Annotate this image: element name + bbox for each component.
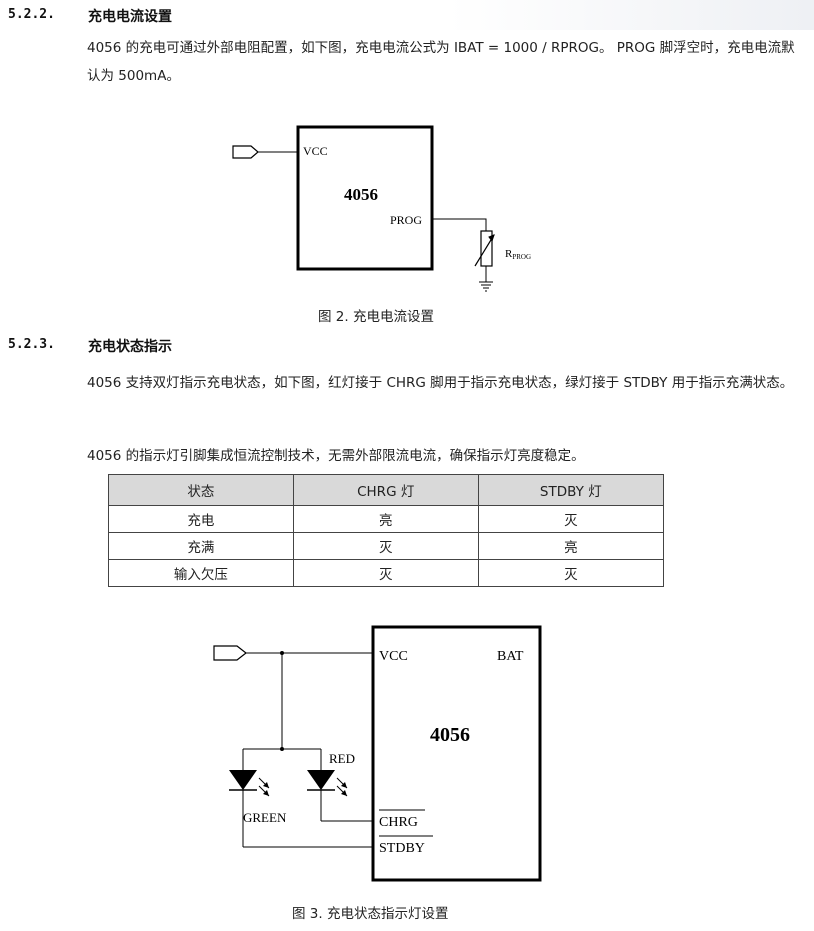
pin-label-bat: BAT — [497, 649, 524, 664]
red-led-icon — [307, 749, 348, 821]
ground-icon — [479, 281, 493, 292]
table-cell: 输入欠压 — [108, 559, 294, 587]
pin-label-prog: PROG — [390, 213, 422, 227]
figure-3-caption: 图 3. 充电状态指示灯设置 — [292, 906, 449, 922]
table-header-row: 状态 CHRG 灯 STDBY 灯 — [108, 474, 665, 506]
table-header-cell: STDBY 灯 — [477, 474, 665, 506]
table-row: 充满 灭 亮 — [108, 532, 665, 560]
table-cell: 灭 — [292, 532, 479, 560]
resistor-label: RPROG — [505, 248, 531, 261]
table-header-cell: 状态 — [108, 474, 294, 506]
table-cell: 亮 — [292, 505, 479, 533]
table-header-cell: CHRG 灯 — [292, 474, 479, 506]
chip-name: 4056 — [344, 185, 378, 204]
pin-label-vcc: VCC — [303, 144, 328, 158]
pin-label-chrg: CHRG — [379, 815, 418, 830]
chip-name: 4056 — [430, 724, 470, 746]
table-row: 充电 亮 灭 — [108, 505, 665, 533]
table-row: 输入欠压 灭 灭 — [108, 559, 665, 587]
prog-wire — [432, 218, 487, 231]
led-label-green: GREEN — [243, 810, 287, 825]
table-cell: 灭 — [292, 559, 479, 587]
input-terminal-icon — [213, 645, 247, 661]
section-paragraph: 4056 支持双灯指示充电状态，如下图，红灯接于 CHRG 脚用于指示充电状态，… — [87, 375, 794, 391]
table-cell: 充满 — [108, 532, 294, 560]
chip-body — [371, 625, 542, 882]
led-label-red: RED — [329, 751, 355, 766]
table-cell: 灭 — [477, 505, 665, 533]
chip-body — [296, 125, 434, 271]
indicator-state-table: 状态 CHRG 灯 STDBY 灯 充电 亮 灭 充满 灭 亮 输入欠压 灭 灭 — [108, 474, 665, 587]
section-title: 充电电流设置 — [88, 9, 172, 25]
figure-2-caption: 图 2. 充电电流设置 — [318, 309, 434, 325]
section-number: 5.2.2. — [8, 7, 55, 22]
input-terminal-icon — [232, 145, 259, 159]
section-paragraph: 4056 的指示灯引脚集成恒流控制技术，无需外部限流电流，确保指示灯亮度稳定。 — [87, 448, 585, 464]
table-cell: 灭 — [477, 559, 665, 587]
pin-label-vcc: VCC — [379, 649, 408, 664]
pin-label-stdby: STDBY — [379, 841, 425, 856]
section-number: 5.2.3. — [8, 337, 55, 352]
page-header-band — [0, 0, 814, 30]
table-cell: 亮 — [477, 532, 665, 560]
table-cell: 充电 — [108, 505, 294, 533]
figure-3-led-indicator-diagram: VCC BAT 4056 GREEN RED CHRG STDBY — [213, 625, 542, 882]
variable-arrow-head-icon — [488, 234, 495, 243]
section-paragraph: 4056 的充电可通过外部电阻配置，如下图，充电电流公式为 IBAT = 100… — [87, 40, 795, 84]
figure-2-charge-current-diagram: VCC 4056 PROG RPROG — [232, 125, 531, 292]
section-title: 充电状态指示 — [88, 339, 172, 355]
green-led-icon — [229, 749, 270, 847]
